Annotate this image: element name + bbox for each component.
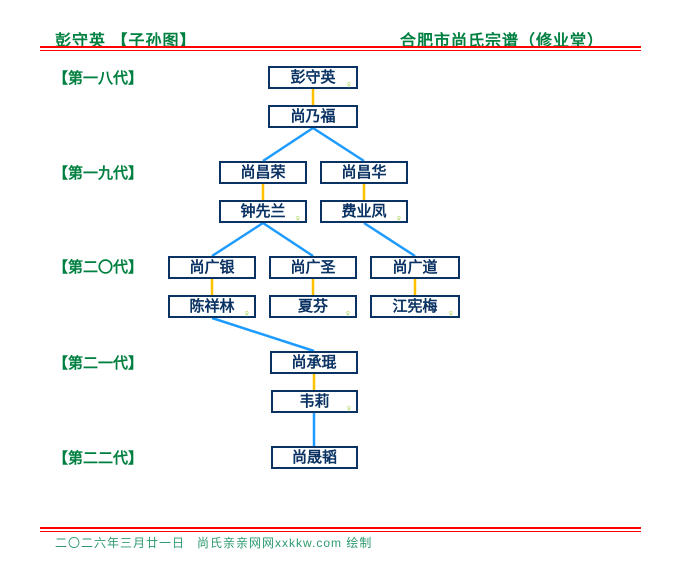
female-icon: ♀ <box>242 308 251 320</box>
person-box-wei-li[interactable]: 韦莉 ♀ <box>271 390 358 415</box>
person-box-shang-changhua[interactable]: 尚昌华 <box>320 161 408 184</box>
person-box-shang-changrong[interactable]: 尚昌荣 <box>219 161 307 184</box>
chart-title: 彭守英 【子孙图】 <box>55 33 197 50</box>
person-box-shang-guangyin[interactable]: 尚广银 <box>168 256 256 279</box>
person-name: 尚昌荣 <box>240 164 286 181</box>
person-box-shang-guangdao[interactable]: 尚广道 <box>370 256 460 279</box>
person-box-shang-shengtao[interactable]: 尚晟韬 <box>271 446 358 469</box>
person-name: 尚晟韬 <box>291 449 337 466</box>
person-box-shang-guangsheng[interactable]: 尚广圣 <box>269 256 357 279</box>
person-name: 尚广道 <box>392 259 438 276</box>
person-name: 尚广圣 <box>290 259 336 276</box>
female-icon: ♀ <box>446 308 455 320</box>
footer-date: 二〇二六年三月廿一日 <box>55 536 186 550</box>
clan-register-title: 合肥市尚氏宗谱（修业堂） <box>400 33 605 50</box>
person-box-shang-naifu[interactable]: 尚乃福 <box>268 105 358 128</box>
person-name: 陈祥林 <box>189 298 235 315</box>
generation-label-22: 【第二二代】 <box>53 450 144 467</box>
person-name: 江宪梅 <box>392 298 438 315</box>
footer-divider <box>40 527 641 532</box>
person-box-zhong-xianlan[interactable]: 钟先兰 ♀ <box>219 200 307 225</box>
generation-label-18: 【第一八代】 <box>53 70 144 87</box>
female-icon: ♀ <box>344 403 353 415</box>
person-name: 尚乃福 <box>290 108 336 125</box>
person-name: 尚昌华 <box>341 164 387 181</box>
person-box-fei-yefeng[interactable]: 费业凤 ♀ <box>320 200 408 225</box>
person-name: 费业凤 <box>341 203 387 220</box>
generation-label-20: 【第二〇代】 <box>53 259 144 276</box>
person-name: 彭守英 <box>290 69 336 86</box>
person-box-jiang-xianmei[interactable]: 江宪梅 ♀ <box>370 295 460 320</box>
female-icon: ♀ <box>344 79 353 91</box>
header-divider <box>40 46 641 51</box>
generation-label-19: 【第一九代】 <box>53 165 144 182</box>
person-box-chen-xianglin[interactable]: 陈祥林 ♀ <box>168 295 256 320</box>
person-name: 尚广银 <box>189 259 235 276</box>
person-box-peng-shouying[interactable]: 彭守英 ♀ <box>268 66 358 91</box>
person-name: 韦莉 <box>299 393 330 410</box>
person-name: 尚承琨 <box>291 354 337 371</box>
female-icon: ♀ <box>293 213 302 225</box>
female-icon: ♀ <box>394 213 403 225</box>
footer-credit: 尚氏亲亲网网xxkkw.com 绘制 <box>197 536 373 550</box>
person-box-shang-chengkun[interactable]: 尚承琨 <box>270 351 358 374</box>
person-box-xia-fen[interactable]: 夏芬 ♀ <box>269 295 357 320</box>
female-icon: ♀ <box>343 308 352 320</box>
person-name: 钟先兰 <box>240 203 286 220</box>
generation-label-21: 【第二一代】 <box>53 355 144 372</box>
person-name: 夏芬 <box>297 298 328 315</box>
